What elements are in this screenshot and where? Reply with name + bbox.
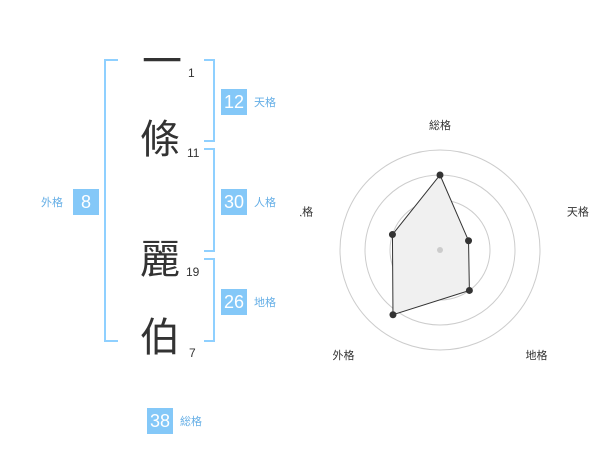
chikaku-label: 地格 xyxy=(254,296,276,309)
radar-point xyxy=(388,231,396,239)
name-char-3: 麗 xyxy=(140,237,180,283)
radar-point xyxy=(465,286,473,294)
tenkaku-bracket xyxy=(204,59,215,142)
chikaku-bracket xyxy=(204,258,215,342)
gaikaku-bracket xyxy=(104,59,118,342)
axis-label-jinkaku: 人格 xyxy=(300,204,313,218)
axis-label-chikaku: 地格 xyxy=(525,348,547,362)
stroke-count-4: 7 xyxy=(189,346,196,360)
radar-chart: 総格 天格 地格 外格 人格 xyxy=(300,118,589,362)
radar-points xyxy=(388,171,473,319)
tenkaku-score: 12 xyxy=(221,89,247,115)
name-char-1: 一 xyxy=(142,39,182,85)
stroke-count-3: 19 xyxy=(186,265,200,279)
soukaku-label: 総格 xyxy=(180,415,202,428)
chikaku-score: 26 xyxy=(221,289,247,315)
jinkaku-score: 30 xyxy=(221,189,247,215)
tenkaku-label: 天格 xyxy=(254,96,276,109)
radar-point xyxy=(389,311,397,319)
radar-shape xyxy=(391,174,470,316)
name-char-2: 條 xyxy=(140,117,180,163)
axis-label-soukaku: 総格 xyxy=(429,118,451,132)
gaikaku-score: 8 xyxy=(73,189,99,215)
name-char-4: 伯 xyxy=(140,315,180,361)
jinkaku-label: 人格 xyxy=(254,196,276,209)
jinkaku-bracket xyxy=(204,148,215,252)
stroke-count-1: 1 xyxy=(188,66,195,80)
gaikaku-label: 外格 xyxy=(41,196,63,209)
radar-center-dot xyxy=(437,247,443,253)
radar-point xyxy=(465,237,473,245)
radar-ring xyxy=(339,149,541,351)
radar-point xyxy=(436,171,444,179)
axis-label-gaikaku: 外格 xyxy=(333,348,355,362)
axis-label-tenkaku: 天格 xyxy=(567,204,589,218)
soukaku-score: 38 xyxy=(147,408,173,434)
stroke-count-2: 11 xyxy=(187,146,200,160)
